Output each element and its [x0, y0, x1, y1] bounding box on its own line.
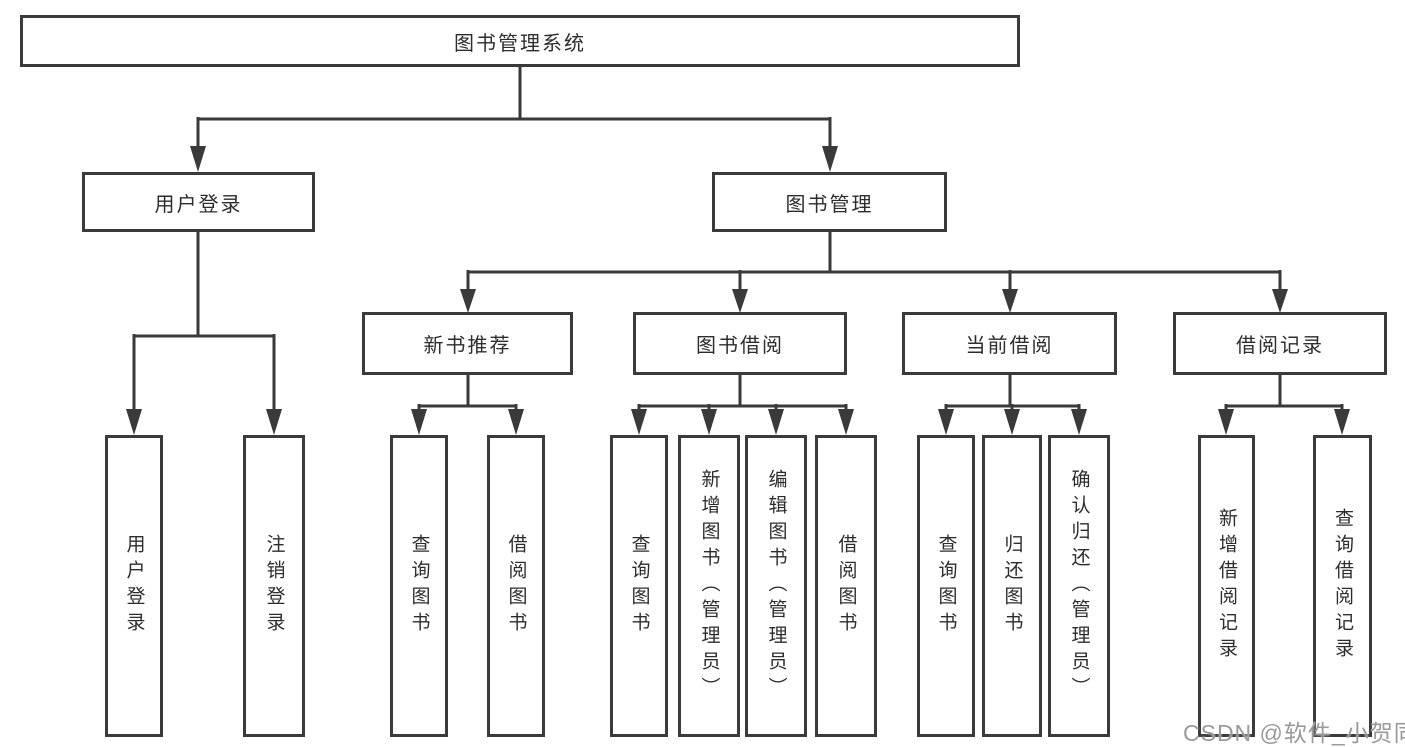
node-user-login: 用户登录	[82, 172, 315, 232]
arrowhead	[822, 146, 838, 172]
leaf-logout: 注销登录	[243, 435, 305, 737]
arrowhead	[1334, 409, 1350, 435]
node-new-book-recommend: 新书推荐	[362, 312, 573, 375]
leaf-return-books: 归还图书	[982, 435, 1042, 737]
node-root: 图书管理系统	[20, 15, 1020, 67]
connector-book-borrow-to-leaves	[637, 375, 848, 414]
leaf-borrow-query-books: 查询图书	[610, 435, 668, 737]
connector-current-borrow-to-leaves	[944, 375, 1081, 414]
arrowhead	[701, 409, 717, 435]
leaf-current-query-books: 查询图书	[917, 435, 975, 737]
csdn-watermark: CSDN @软件_小贺同学	[1183, 720, 1405, 746]
arrowhead	[1272, 289, 1288, 313]
connector-root-to-level2	[196, 67, 832, 150]
arrowhead	[732, 289, 748, 313]
node-book-borrow: 图书借阅	[633, 312, 847, 375]
leaf-rec-query-books: 查询图书	[390, 435, 448, 737]
leaf-rec-borrow-books: 借阅图书	[487, 435, 545, 737]
arrowhead	[508, 409, 524, 435]
arrowhead	[1218, 409, 1234, 435]
leaf-confirm-return-admin: 确认归还（管理员）	[1048, 435, 1110, 737]
leaf-user-login: 用户登录	[105, 435, 163, 737]
arrowhead	[1002, 289, 1018, 313]
connector-borrow-records-to-leaves	[1224, 375, 1344, 414]
connector-user-login-to-leaves	[132, 232, 276, 414]
node-book-management: 图书管理	[712, 172, 947, 232]
leaf-edit-books-admin: 编辑图书（管理员）	[745, 435, 807, 737]
arrowhead	[631, 409, 647, 435]
leaf-add-borrow-record: 新增借阅记录	[1198, 435, 1255, 737]
node-current-borrow: 当前借阅	[902, 312, 1117, 375]
arrowhead	[1071, 409, 1087, 435]
arrowhead	[938, 409, 954, 435]
arrowhead	[126, 409, 142, 435]
arrowhead	[411, 409, 427, 435]
arrowhead	[1004, 409, 1020, 435]
node-borrow-records: 借阅记录	[1173, 312, 1387, 375]
leaf-borrow-borrow-books: 借阅图书	[815, 435, 877, 737]
arrowhead	[266, 409, 282, 435]
arrowhead	[190, 146, 206, 172]
arrowhead	[768, 409, 784, 435]
connector-new-book-rec-to-leaves	[417, 375, 518, 414]
arrowhead	[838, 409, 854, 435]
arrowhead	[460, 289, 476, 313]
leaf-add-books-admin: 新增图书（管理员）	[678, 435, 740, 737]
leaf-query-borrow-record: 查询借阅记录	[1313, 435, 1372, 737]
connector-book-mgmt-to-level3	[466, 232, 1282, 292]
